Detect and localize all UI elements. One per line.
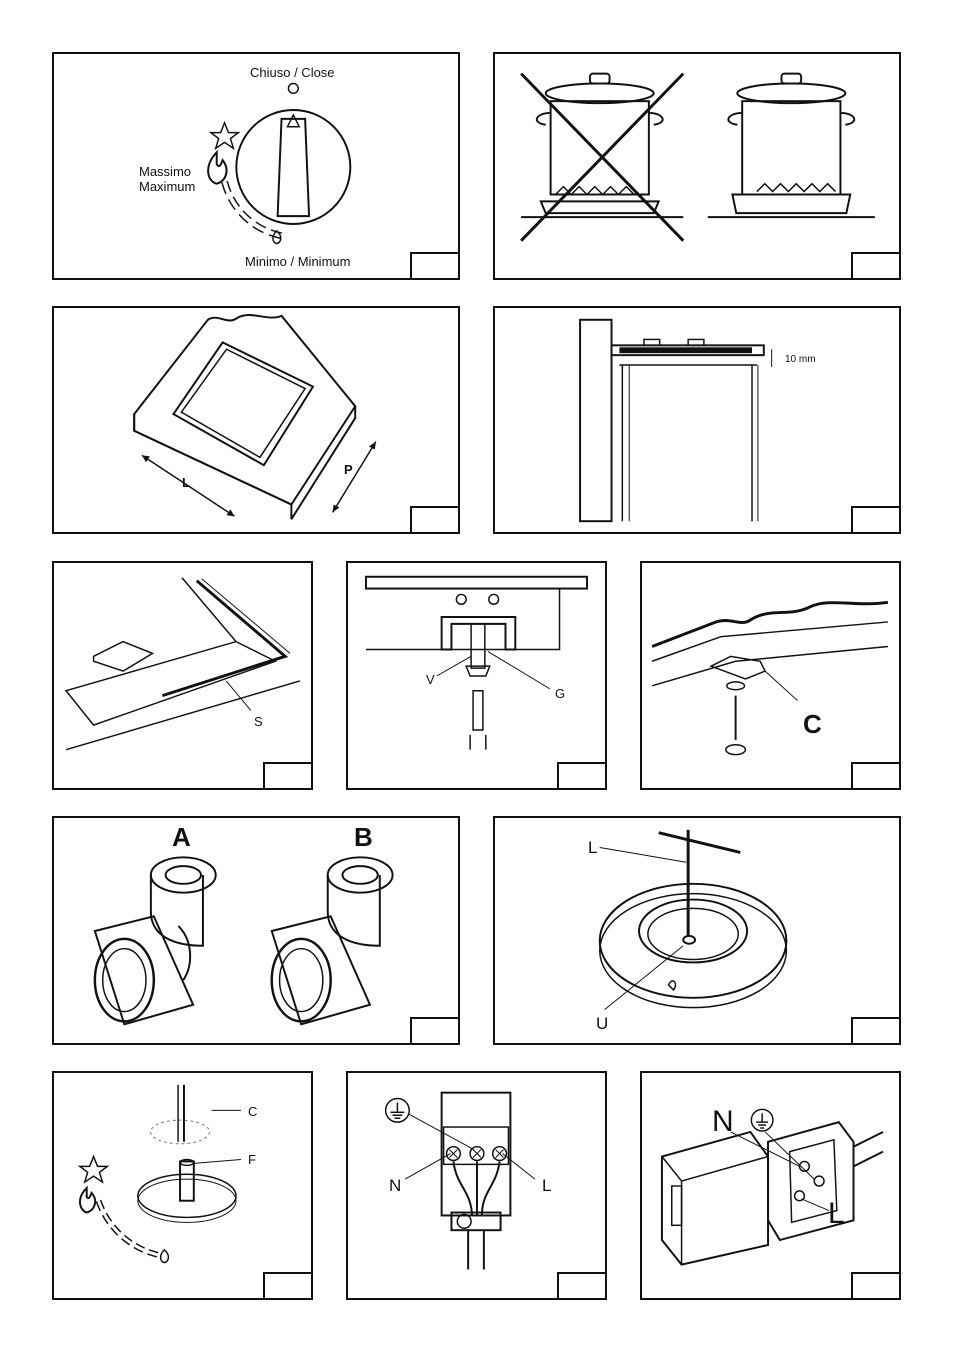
figure-number-box <box>410 1017 460 1045</box>
star-icon <box>80 1157 108 1183</box>
figure-number-box <box>410 252 460 280</box>
bypass-diagram <box>54 1073 311 1298</box>
panel-knob-positions: Chiuso / Close Massimo Maximum Minimo / … <box>52 52 460 280</box>
panel-pan-sizing <box>493 52 901 280</box>
earth-icon <box>751 1109 773 1131</box>
panel-terminal-block: N L <box>346 1071 607 1300</box>
panel-seal: S <box>52 561 313 790</box>
pan-diagram <box>495 54 899 278</box>
wrench-label: L <box>588 839 597 857</box>
live-terminal-label: L <box>542 1177 551 1195</box>
figure-number-box <box>263 762 313 790</box>
earth-icon <box>386 1099 410 1123</box>
star-icon <box>211 123 239 149</box>
fitting-a <box>95 857 216 1024</box>
panel-terminal-box: N L <box>640 1071 901 1300</box>
flame-min-icon <box>161 1250 169 1263</box>
clamp-diagram <box>642 563 899 788</box>
live-terminal-label: L <box>828 1199 845 1229</box>
panel-bracket: V G <box>346 561 607 790</box>
clamp-label: C <box>803 711 822 737</box>
panel-fittings: A B <box>52 816 460 1045</box>
min-position-label: Minimo / Minimum <box>245 255 350 269</box>
nozzle-label: U <box>596 1015 608 1033</box>
bracket-label: G <box>555 687 565 701</box>
burner-diagram <box>495 818 899 1043</box>
figure-number-box <box>851 1017 901 1045</box>
fittings-diagram <box>54 818 458 1043</box>
length-dimension-label: L <box>182 476 190 490</box>
figure-number-box <box>410 506 460 534</box>
fitting-a-label: A <box>172 824 191 850</box>
panel-clamp: C <box>640 561 901 790</box>
figure-number-box <box>851 762 901 790</box>
terminal-diagram <box>348 1073 605 1298</box>
clearance-diagram <box>495 308 899 532</box>
max-position-label-it: Massimo <box>139 165 191 179</box>
figure-number-box <box>557 762 607 790</box>
flame-max-icon <box>80 1188 95 1213</box>
figure-number-box <box>851 506 901 534</box>
terminal-box-diagram <box>642 1073 899 1298</box>
figure-number-box <box>263 1272 313 1300</box>
figure-number-box <box>557 1272 607 1300</box>
screw-label: V <box>426 673 435 687</box>
neutral-terminal-label: N <box>712 1107 734 1137</box>
figure-number-box <box>851 1272 901 1300</box>
fitting-b <box>272 857 393 1024</box>
knob-diagram <box>54 54 458 278</box>
spindle-label: F <box>248 1153 256 1167</box>
figure-number-box <box>851 252 901 280</box>
fitting-b-label: B <box>354 824 373 850</box>
clearance-gap-label: 10 mm <box>785 354 816 365</box>
depth-dimension-label: P <box>344 463 353 477</box>
close-position-label: Chiuso / Close <box>250 66 335 80</box>
seal-diagram <box>54 563 311 788</box>
seal-label: S <box>254 715 263 729</box>
screwdriver-label: C <box>248 1105 257 1119</box>
panel-bypass-adjust: C F <box>52 1071 313 1300</box>
neutral-terminal-label: N <box>389 1177 401 1195</box>
cutout-diagram <box>54 308 458 532</box>
flame-max-icon <box>208 152 226 183</box>
max-position-label-en: Maximum <box>139 180 195 194</box>
panel-clearance: 10 mm <box>493 306 901 534</box>
bracket-diagram <box>348 563 605 788</box>
panel-burner-nozzle: L U <box>493 816 901 1045</box>
panel-cutout-dimensions: L P <box>52 306 460 534</box>
